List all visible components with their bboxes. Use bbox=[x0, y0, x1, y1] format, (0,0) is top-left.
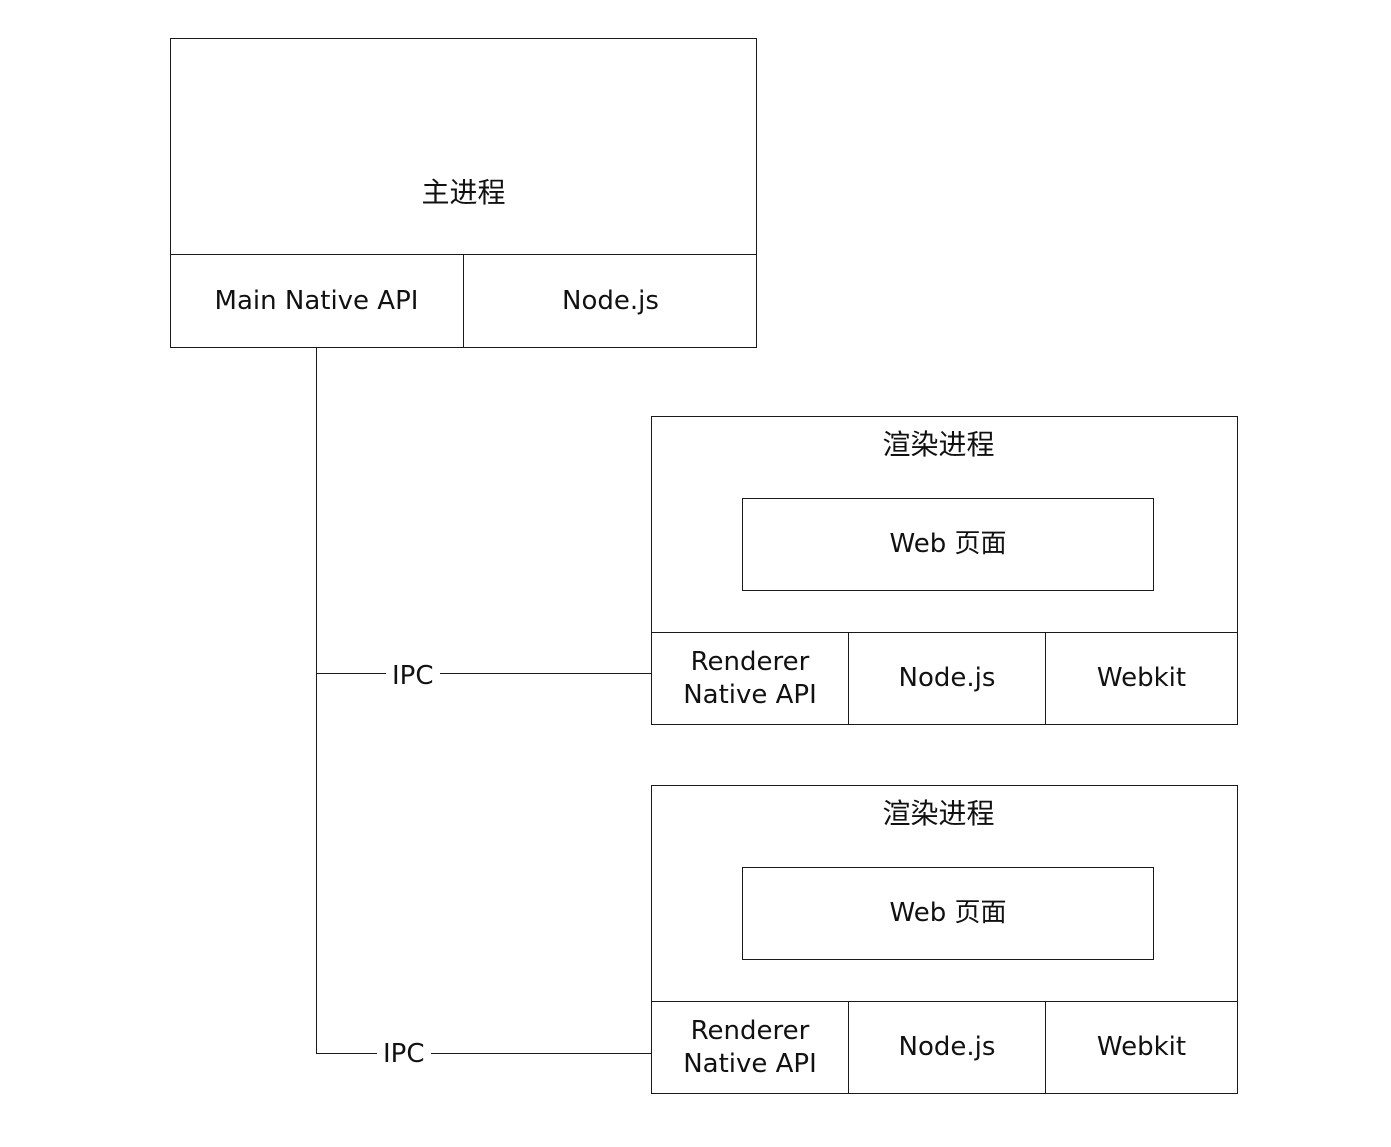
ipc-label-2: IPC bbox=[377, 1039, 431, 1069]
renderer-nodejs-cell-1: Node.js bbox=[898, 663, 996, 693]
renderer-native-api-line1-1: Renderer bbox=[690, 646, 810, 677]
renderer-webkit-cell-1: Webkit bbox=[1096, 663, 1187, 693]
web-page-label-2: Web 页面 bbox=[889, 898, 1007, 928]
main-process-title: 主进程 bbox=[421, 176, 506, 209]
renderer-process-box-2 bbox=[651, 785, 1238, 1094]
main-nodejs-cell: Node.js bbox=[562, 285, 659, 316]
web-page-label-1: Web 页面 bbox=[889, 529, 1007, 559]
renderer-divider-1 bbox=[651, 632, 1238, 633]
ipc-trunk-line bbox=[316, 347, 317, 1054]
renderer-native-api-line2-1: Native API bbox=[683, 679, 817, 710]
renderer-cell-divider-2a bbox=[848, 1001, 849, 1094]
ipc-connector-line-2 bbox=[316, 1053, 652, 1054]
renderer-nodejs-cell-2: Node.js bbox=[898, 1032, 996, 1062]
renderer-process-box-1 bbox=[651, 416, 1238, 725]
renderer-cell-divider-2b bbox=[1045, 1001, 1046, 1094]
main-native-api-cell: Main Native API bbox=[214, 285, 419, 316]
ipc-connector-line-1 bbox=[316, 673, 652, 674]
renderer-cell-divider-1b bbox=[1045, 632, 1046, 725]
web-page-box-2 bbox=[742, 867, 1154, 960]
renderer-process-title-1: 渲染进程 bbox=[882, 428, 995, 461]
renderer-process-title-2: 渲染进程 bbox=[882, 797, 995, 830]
main-process-cell-divider bbox=[463, 254, 464, 348]
ipc-label-1: IPC bbox=[386, 661, 440, 691]
renderer-cell-divider-1a bbox=[848, 632, 849, 725]
renderer-native-api-cell-1: Renderer Native API bbox=[652, 633, 848, 724]
renderer-webkit-cell-2: Webkit bbox=[1096, 1032, 1187, 1062]
renderer-native-api-cell-2: Renderer Native API bbox=[652, 1002, 848, 1093]
renderer-native-api-line1-2: Renderer bbox=[690, 1015, 810, 1046]
web-page-box-1 bbox=[742, 498, 1154, 591]
renderer-native-api-line2-2: Native API bbox=[683, 1048, 817, 1079]
renderer-divider-2 bbox=[651, 1001, 1238, 1002]
